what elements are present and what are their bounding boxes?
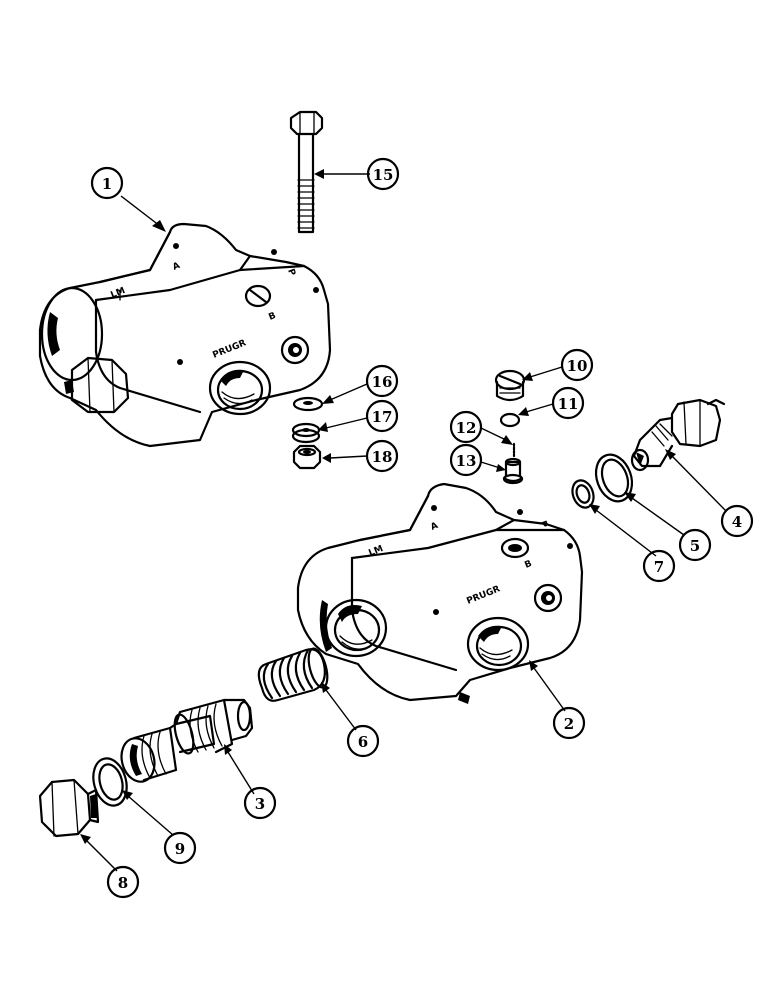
spool-part-3 <box>120 698 254 783</box>
svg-text:15: 15 <box>373 166 394 184</box>
lock-washer-part-17 <box>291 422 321 444</box>
bolt-part-15 <box>289 110 324 234</box>
port-a-marking-1: A <box>171 261 181 273</box>
svg-text:2: 2 <box>564 715 574 733</box>
valve-body-part-2: PRUGR A P B LM <box>296 482 584 704</box>
nut-part-18 <box>292 444 322 470</box>
svg-text:16: 16 <box>372 373 393 391</box>
svg-text:12: 12 <box>456 419 477 437</box>
brand-marking-2: PRUGR <box>465 584 501 606</box>
tag-marking-1: LM <box>109 286 126 301</box>
plug-part-8 <box>38 778 100 838</box>
svg-text:18: 18 <box>372 448 393 466</box>
svg-text:7: 7 <box>654 558 664 576</box>
callout-10: 10 <box>560 348 594 382</box>
svg-text:6: 6 <box>358 733 368 751</box>
svg-text:13: 13 <box>456 452 477 470</box>
poppet-part-13 <box>502 457 524 485</box>
callout-17: 17 <box>365 399 399 433</box>
callout-18: 18 <box>365 439 399 473</box>
spring-part-6 <box>257 647 329 702</box>
callout-15: 15 <box>366 157 400 191</box>
brand-marking-1: PRUGR <box>211 338 247 360</box>
callout-13: 13 <box>449 443 483 477</box>
callout-6: 6 <box>346 724 380 758</box>
svg-text:1: 1 <box>102 175 112 193</box>
callout-7: 7 <box>642 549 676 583</box>
callout-11: 11 <box>551 386 585 420</box>
tag-marking-2: LM <box>367 544 384 559</box>
svg-text:4: 4 <box>732 513 742 531</box>
o-ring-part-9 <box>92 757 128 807</box>
callout-16: 16 <box>365 364 399 398</box>
port-a-marking-2: A <box>429 521 439 533</box>
cartridge-part-4 <box>630 398 726 472</box>
svg-text:17: 17 <box>372 408 393 426</box>
port-b-marking-1: B <box>267 311 277 323</box>
valve-body-part-1: PRUGR A P B LM <box>38 222 332 448</box>
callout-2: 2 <box>552 706 586 740</box>
o-ring-part-11 <box>499 412 521 428</box>
svg-text:8: 8 <box>118 874 128 892</box>
washer-part-7 <box>571 479 595 509</box>
svg-text:11: 11 <box>558 395 579 413</box>
seal-ring-part-5 <box>594 453 634 503</box>
callout-4: 4 <box>720 504 754 538</box>
port-b-marking-2: B <box>523 559 533 571</box>
callout-12: 12 <box>449 410 483 444</box>
callout-3: 3 <box>243 786 277 820</box>
washer-part-16 <box>292 396 324 412</box>
callout-9: 9 <box>163 831 197 865</box>
callout-8: 8 <box>106 865 140 899</box>
svg-text:5: 5 <box>690 537 700 555</box>
svg-text:3: 3 <box>255 795 265 813</box>
leader-lines <box>80 169 727 872</box>
svg-text:9: 9 <box>175 840 185 858</box>
screw-cap-part-10 <box>494 369 526 402</box>
callout-1: 1 <box>90 166 124 200</box>
port-p-marking-1: P <box>285 268 297 278</box>
svg-text:10: 10 <box>567 357 588 375</box>
callout-5: 5 <box>678 528 712 562</box>
port-p-marking-2: P <box>537 520 549 530</box>
